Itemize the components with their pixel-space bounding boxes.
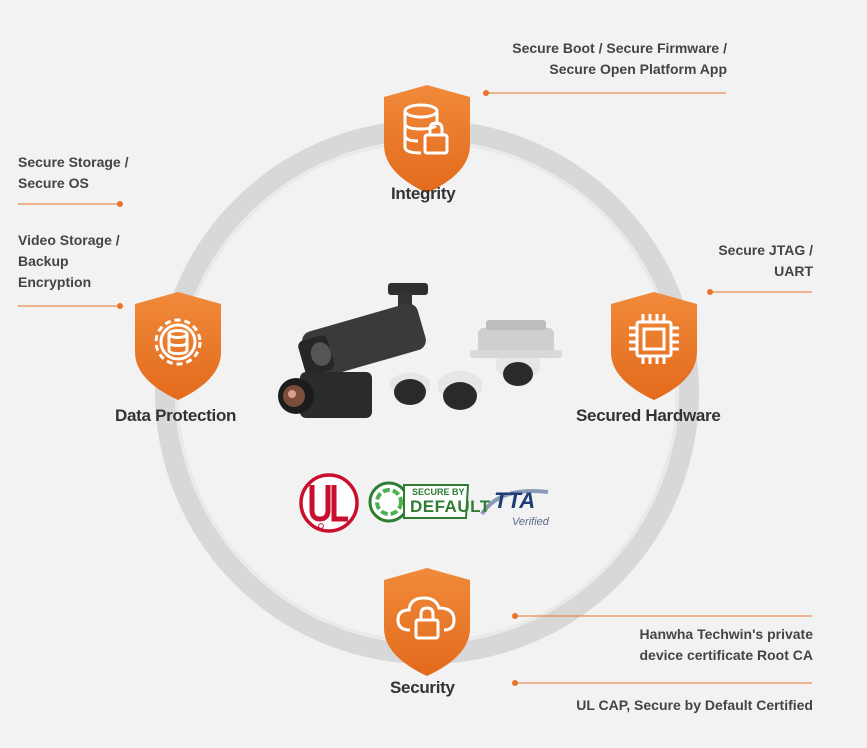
- certificate-note: Hanwha Techwin's private device certific…: [640, 624, 814, 666]
- data-protection-label: Data Protection: [115, 406, 237, 425]
- secure-by-default-logo: [368, 481, 470, 523]
- data-protection-shield: [135, 292, 221, 400]
- certificate-note-line: Hanwha Techwin's private: [639, 626, 813, 642]
- video-note-line: Backup: [18, 253, 69, 269]
- gear-database-icon: [154, 318, 202, 366]
- jtag-note-line: Secure JTAG /: [718, 242, 813, 258]
- storage-note: Secure Storage / Secure OS: [18, 152, 129, 194]
- sbd-top-text: SECURE BY: [412, 487, 465, 497]
- tta-logo: [480, 489, 549, 516]
- tta-sub-text: Verified: [512, 516, 549, 528]
- security-label: Security: [390, 678, 455, 697]
- security-shield: [384, 568, 470, 676]
- camera-group: [278, 283, 562, 418]
- video-note-line: Video Storage /: [18, 232, 120, 248]
- chip-icon: [629, 314, 679, 364]
- certificate-note-line: device certificate Root CA: [639, 647, 814, 663]
- storage-note-line: Secure OS: [18, 175, 89, 191]
- integrity-note: Secure Boot / Secure Firmware / Secure O…: [512, 38, 727, 80]
- integrity-shield: [384, 85, 470, 193]
- video-note-line: Encryption: [18, 274, 92, 290]
- sbd-bottom-text: DEFAULT: [410, 497, 491, 516]
- integrity-label: Integrity: [391, 184, 456, 203]
- secured-hardware-shield: [611, 292, 697, 400]
- integrity-note-line: Secure Boot / Secure Firmware /: [512, 40, 727, 56]
- ul-cap-note: UL CAP, Secure by Default Certified: [576, 697, 813, 713]
- integrity-note-line: Secure Open Platform App: [549, 61, 727, 77]
- jtag-note-line: UART: [774, 263, 813, 279]
- video-note: Video Storage / Backup Encryption: [18, 230, 120, 293]
- storage-note-line: Secure Storage /: [18, 154, 129, 170]
- ul-logo: [299, 473, 359, 533]
- cloud-lock-icon: [396, 596, 456, 640]
- database-lock-icon: [403, 103, 449, 155]
- jtag-note: Secure JTAG / UART: [718, 240, 813, 282]
- secured-hardware-label: Secured Hardware: [576, 406, 721, 425]
- tta-text: TTA: [494, 488, 536, 513]
